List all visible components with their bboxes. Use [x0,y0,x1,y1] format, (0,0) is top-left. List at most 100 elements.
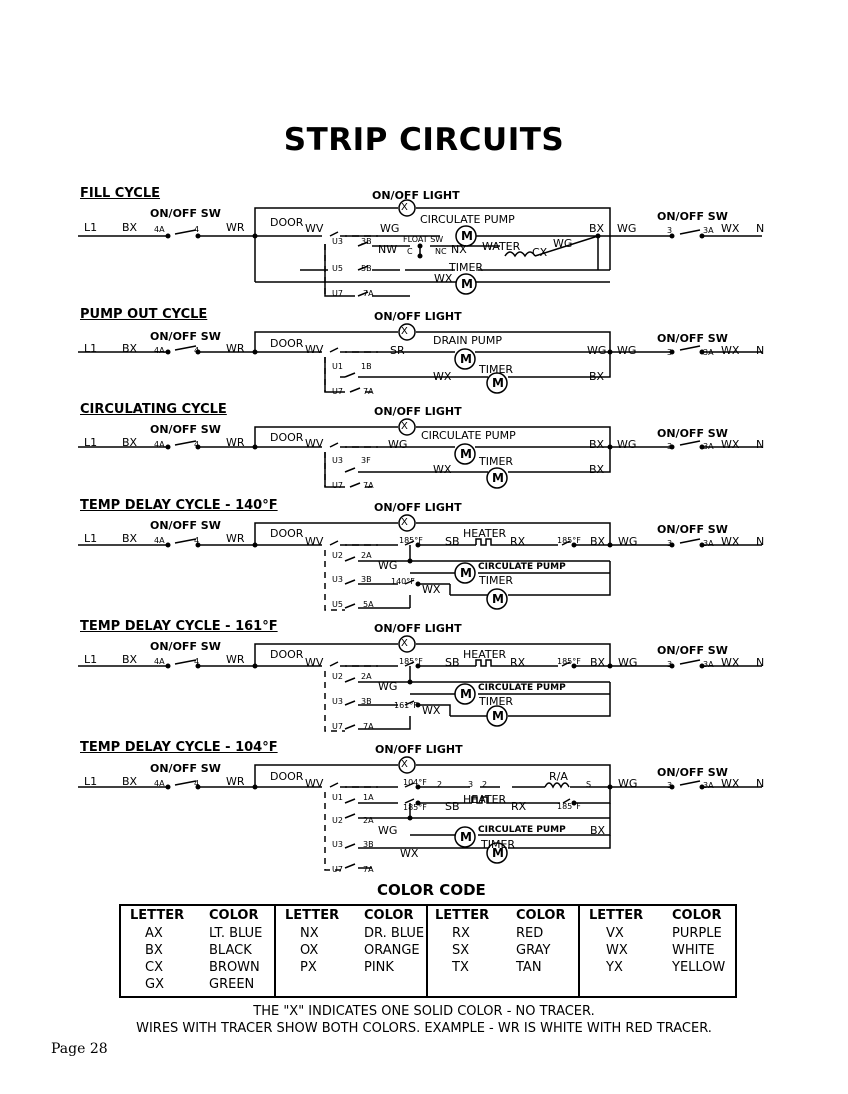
color-cell: RED [516,926,544,941]
terminal-4: 4 [194,536,200,545]
door-label: DOOR [270,337,304,350]
color-group-1: LETTER COLOR AX LT. BLUE BX BLACK CX BRO… [121,906,274,996]
drain-pump-label: DRAIN PUMP [433,334,502,347]
wx-right-label: WX [721,222,740,235]
terminal-3a: 3A [703,539,714,548]
color-cell: GREEN [209,977,255,992]
wx-label: WX [422,583,441,596]
u3-label: U3 [332,697,343,706]
color-cell: GRAY [516,943,551,958]
on-off-switch-label: ON/OFF SW [150,762,221,775]
wr-label: WR [226,775,245,788]
circulating-wiring [78,418,762,489]
u3-label: U3 [332,840,343,849]
pump-motor-m: M [460,566,472,580]
terminal-4: 4 [194,225,200,234]
wx-right-label: WX [721,535,740,548]
letter-cell: VX [606,926,624,941]
wg-label: WG [378,680,398,693]
rx-label: RX [510,535,526,548]
n-label: N [756,656,765,669]
terminal-3a: 3A [703,781,714,790]
circulate-pump-label: CIRCULATE PUMP [421,429,516,442]
on-off-light-label: ON/OFF LIGHT [374,622,462,635]
u2-label: U2 [332,551,343,560]
door-label: DOOR [270,770,304,783]
104f-label: 104°F [403,778,427,787]
circuit-title: CIRCULATING CYCLE [80,402,227,417]
motor-m: M [461,229,473,243]
bx-right-label: BX [590,824,606,837]
wv-label: WV [305,343,324,356]
1a-label: 1A [363,793,374,802]
wx-right-label: WX [721,344,740,357]
timer-motor-m: M [492,471,504,485]
terminal-3a: 3A [703,226,714,235]
u7-label: U7 [332,865,343,874]
note-solid-color: THE "X" INDICATES ONE SOLID COLOR - NO T… [253,1004,595,1019]
wv-label: WV [305,777,324,790]
letter-cell: SX [452,943,470,958]
sr-label: SR [390,344,405,357]
letter-header: LETTER [589,908,644,923]
terminal-2b: 2 [482,780,488,789]
terminal-4a: 4A [154,536,165,545]
terminal-2: 2 [437,780,443,789]
color-cell: WHITE [672,943,715,958]
bx-label: BX [122,532,138,545]
wg-right-label: WG [617,344,637,357]
door-label: DOOR [270,527,304,540]
motor-m: M [460,447,472,461]
motor-m: M [460,352,472,366]
letter-header: LETTER [435,908,490,923]
7a-label: 7A [363,387,374,396]
185f-label: 185°F [403,803,427,812]
wv-label: WV [305,437,324,450]
u7-label: U7 [332,481,343,490]
light-x-glyph: X [401,517,408,528]
door-label: DOOR [270,431,304,444]
wr-label: WR [226,436,245,449]
color-header: COLOR [516,908,566,923]
color-group-3: LETTER COLOR RX RED SX GRAY TX TAN [428,906,578,996]
on-off-switch-label: ON/OFF SW [150,640,221,653]
temp-delay-140-wiring [78,514,762,611]
u2-label: U2 [332,816,343,825]
circuit-title: TEMP DELAY CYCLE - 104°F [80,740,278,755]
l1-label: L1 [84,775,98,788]
timer-motor-m: M [492,592,504,606]
sb-label: SB [445,800,460,813]
temp-delay-161-circuit: TEMP DELAY CYCLE - 161°F ON/OFF LIGHT X … [0,619,848,739]
u7-label: U7 [332,289,343,298]
terminal-4: 4 [194,779,200,788]
on-off-switch-label: ON/OFF SW [150,330,221,343]
on-off-switch-label: ON/OFF SW [150,423,221,436]
on-off-light-label: ON/OFF LIGHT [372,189,460,202]
bx-label: BX [122,436,138,449]
terminal-3-right: 3 [667,781,673,790]
color-cell: PURPLE [672,926,722,941]
ra-label: R/A [549,770,568,783]
color-cell: BROWN [209,960,260,975]
1b-label: 1B [361,362,372,371]
3f-label: 3F [361,456,371,465]
terminal-3: 3 [468,780,474,789]
circulate-pump-label: CIRCULATE PUMP [478,825,566,835]
color-code-title: COLOR CODE [377,881,486,899]
color-group-4: LETTER COLOR VX PURPLE WX WHITE YX YELLO… [580,906,735,996]
door-label: DOOR [270,648,304,661]
terminal-4a: 4A [154,440,165,449]
2a-label: 2A [361,672,372,681]
5b-label: 5B [361,264,372,273]
letter-header: LETTER [130,908,185,923]
terminal-3: 3 [667,660,673,669]
7a-label: 7A [363,865,374,874]
cx-label: CX [532,246,548,259]
color-header: COLOR [209,908,259,923]
2a-label: 2A [363,816,374,825]
letter-cell: RX [452,926,470,941]
color-group-2: LETTER COLOR NX DR. BLUE OX ORANGE PX PI… [276,906,426,996]
wg-right-label: WG [618,656,638,669]
timer-label: TIMER [479,574,514,587]
circulate-pump-label: CIRCULATE PUMP [420,213,515,226]
